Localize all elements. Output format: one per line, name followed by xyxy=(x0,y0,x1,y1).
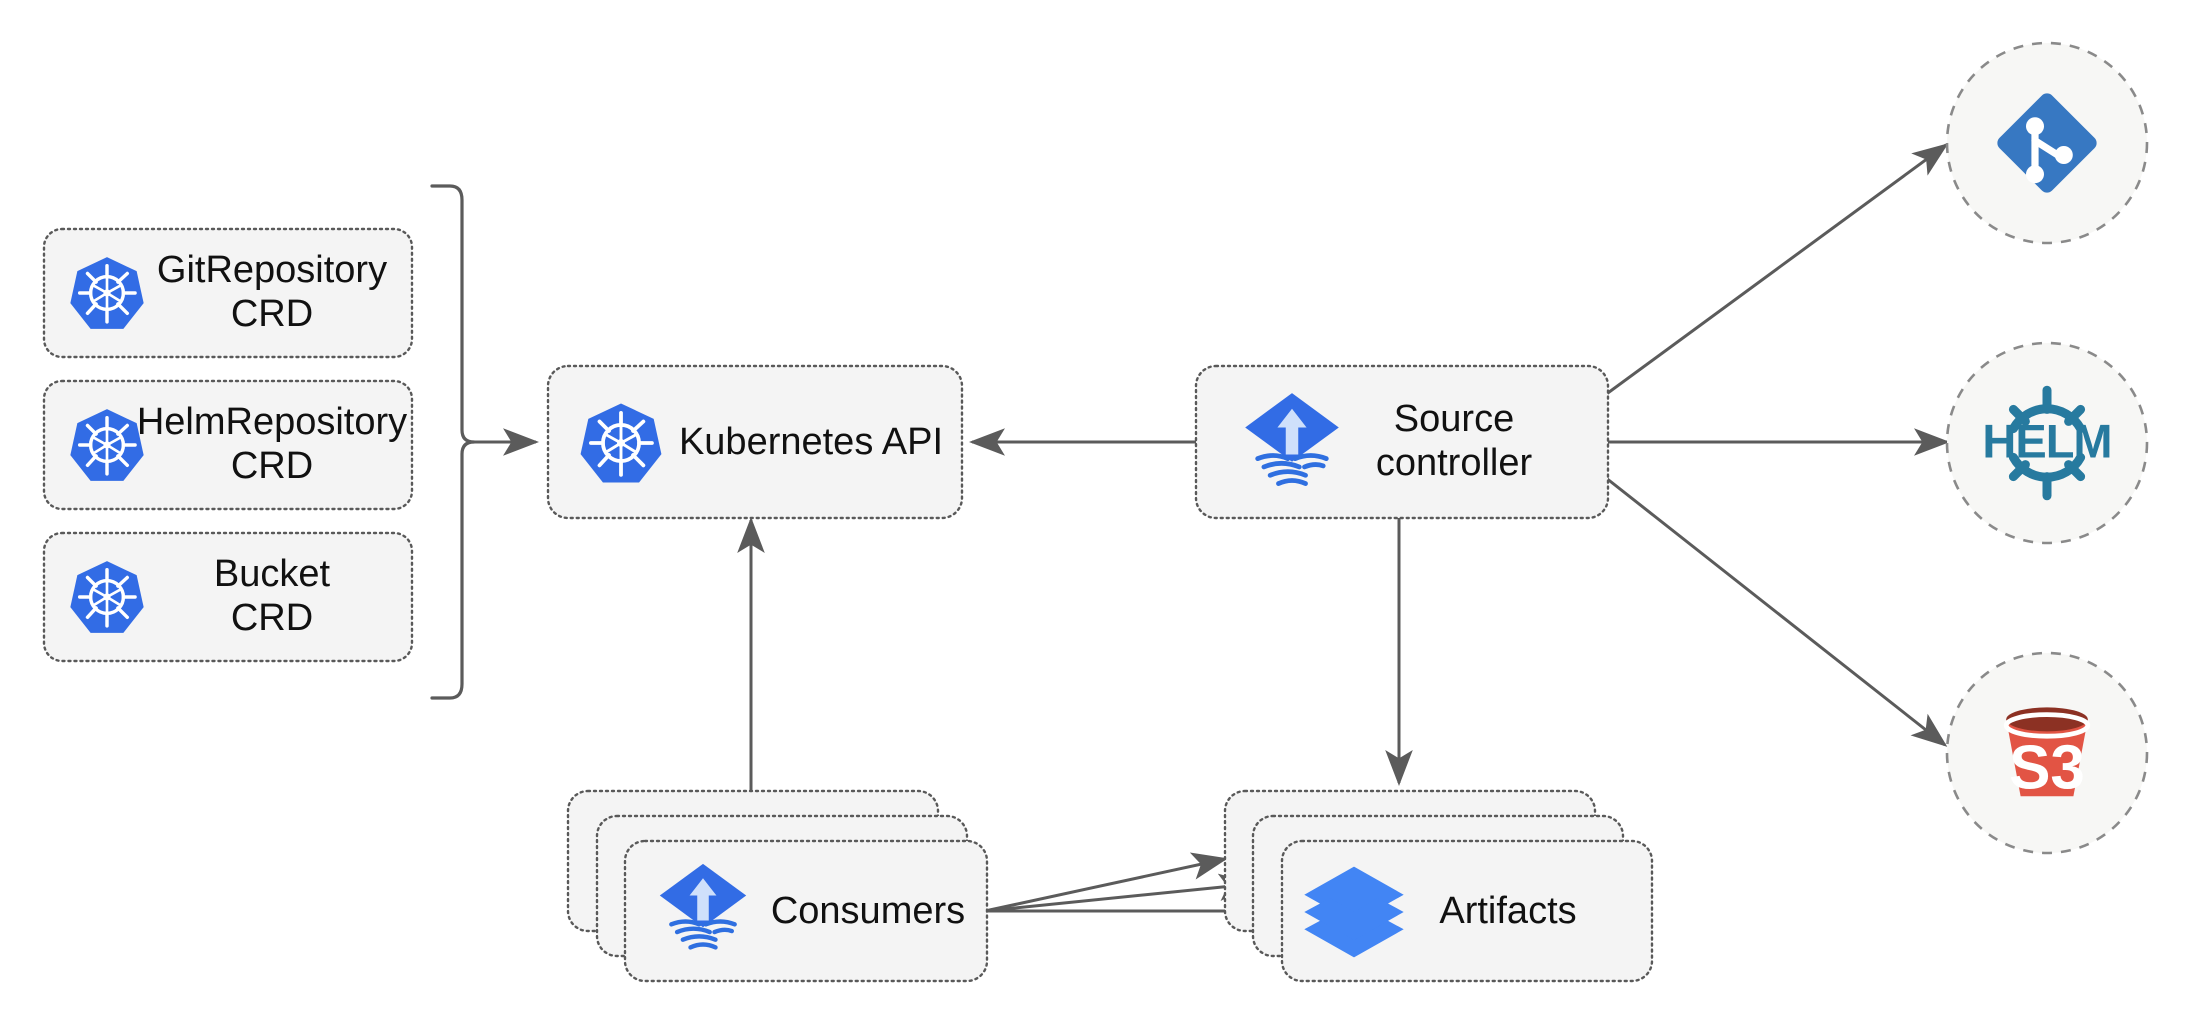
crd-group: GitRepository CRD HelmRepository CRD Buc… xyxy=(42,184,476,700)
node-helm-source[interactable]: HELM xyxy=(1945,341,2149,545)
artifacts-label: Artifacts xyxy=(1439,890,1576,932)
node-consumers[interactable]: Consumers xyxy=(566,789,989,983)
crd-label-line1: GitRepository xyxy=(157,249,387,291)
node-s3-source[interactable]: S3 xyxy=(1945,651,2149,855)
node-artifacts[interactable]: Artifacts xyxy=(1223,789,1654,983)
edge-consumers-to-artifacts-1 xyxy=(984,852,1228,913)
crd-label-line2: CRD xyxy=(231,445,313,487)
crd-card-gitrepository[interactable]: GitRepository CRD xyxy=(42,227,414,359)
crd-label-line2: CRD xyxy=(231,597,313,639)
crd-label-line2: CRD xyxy=(231,293,313,335)
edge-source-controller-to-s3 xyxy=(1600,472,1948,747)
source-controller-label-line1: Source xyxy=(1394,398,1514,440)
crd-card-bucket[interactable]: Bucket CRD xyxy=(42,531,414,663)
edge-consumers-to-artifacts-2 xyxy=(984,873,1255,913)
source-controller-label-line2: controller xyxy=(1376,442,1533,484)
s3-label: S3 xyxy=(2009,733,2085,802)
node-source-controller[interactable]: Source controller xyxy=(1194,364,1610,520)
artifacts-stack-front[interactable] xyxy=(1280,839,1654,983)
edge-source-controller-to-git xyxy=(1600,143,1949,400)
crd-bracket xyxy=(430,184,476,700)
helm-label: HELM xyxy=(1982,414,2111,467)
node-git-source[interactable] xyxy=(1945,41,2149,245)
crd-label-line1: HelmRepository xyxy=(137,401,407,443)
edge-group xyxy=(474,143,1950,925)
crd-card-helmrepository[interactable]: HelmRepository CRD xyxy=(42,379,414,511)
crd-label-line1: Bucket xyxy=(214,553,331,595)
kubernetes-api-label: Kubernetes API xyxy=(679,421,943,463)
consumers-label: Consumers xyxy=(771,890,965,932)
node-kubernetes-api[interactable]: Kubernetes API xyxy=(546,364,964,520)
